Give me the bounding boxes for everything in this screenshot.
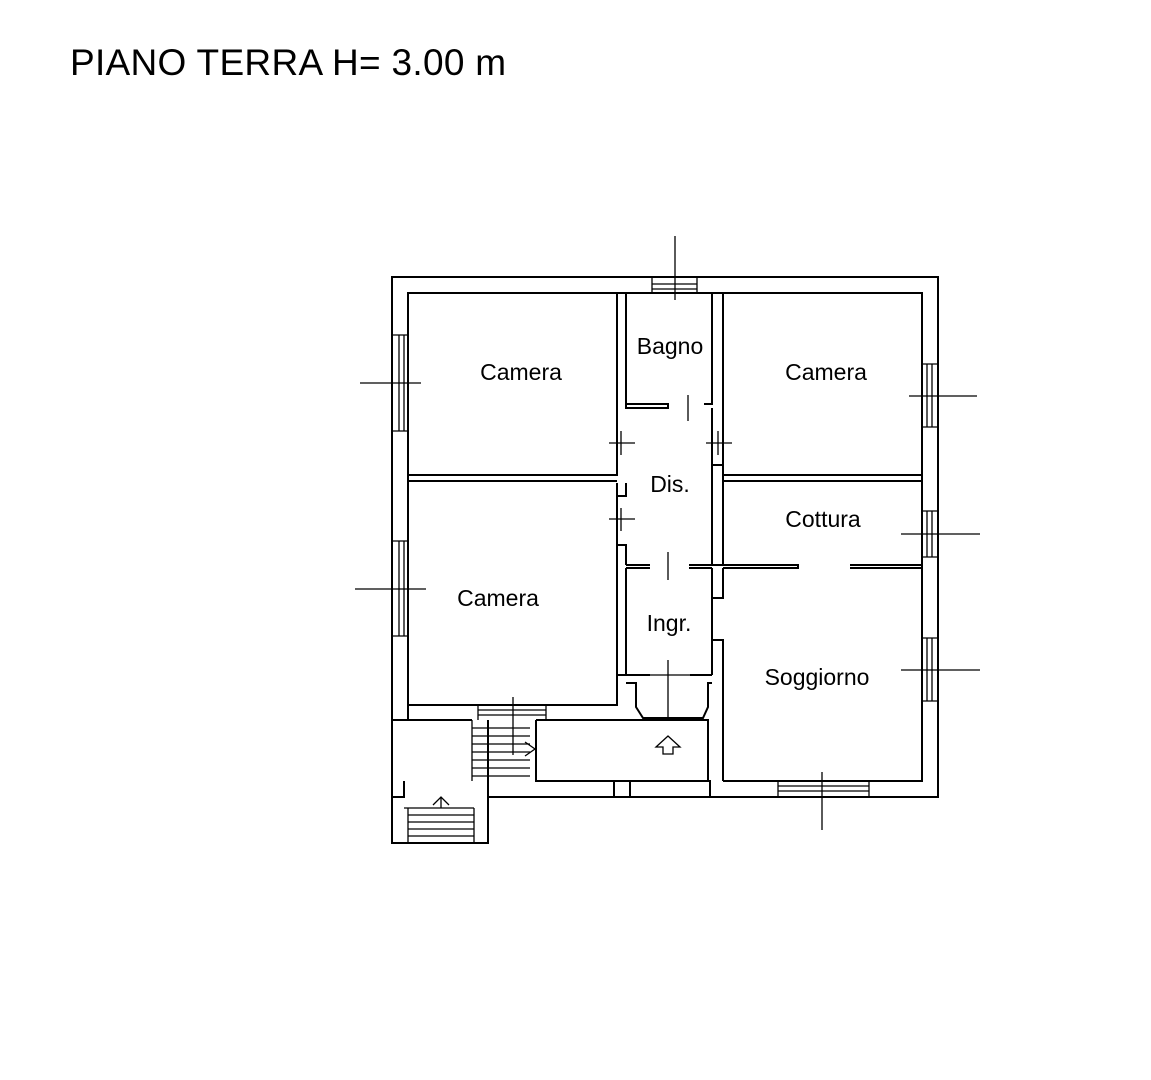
room-label-camera-bottom-left: Camera: [457, 585, 539, 611]
room-label-dis: Dis.: [650, 471, 690, 497]
plan-title: PIANO TERRA H= 3.00 m: [70, 42, 507, 83]
windows: [355, 236, 980, 830]
door-marks: [512, 395, 732, 755]
room-label-camera-top-right: Camera: [785, 359, 867, 385]
stairs: [404, 720, 537, 843]
room-label-soggiorno: Soggiorno: [765, 664, 870, 690]
room-label-camera-top-left: Camera: [480, 359, 562, 385]
room-label-ingr: Ingr.: [647, 610, 692, 636]
interior-walls: [392, 293, 923, 798]
entrance-arrow-icon: [654, 735, 682, 755]
room-label-cottura: Cottura: [785, 506, 861, 532]
room-label-bagno: Bagno: [637, 333, 704, 359]
